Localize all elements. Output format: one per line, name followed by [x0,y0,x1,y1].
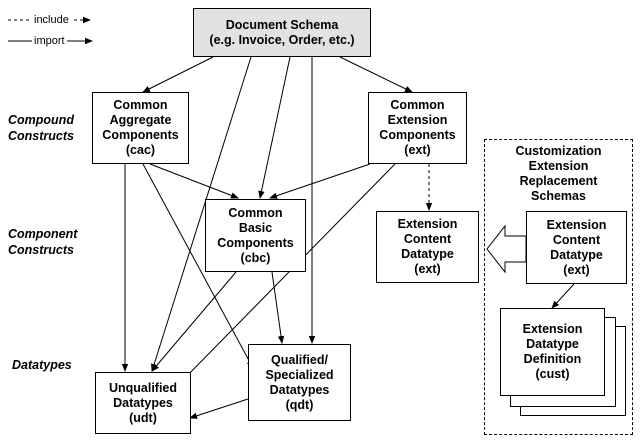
customization-title: Customization Extension Replacement Sche… [515,144,602,203]
udt-node: Unqualified Datatypes (udt) [95,372,191,434]
legend-import-label: import [32,35,67,47]
cbc-node: Common Basic Components (cbc) [205,199,306,272]
cac-node: Common Aggregate Components (cac) [92,92,189,164]
arrow-schema-to-udt [151,56,252,372]
arrow-schema-to-cbc [258,56,291,199]
ext-components-node: Common Extension Components (ext) [368,92,467,164]
ext-content-node: Extension Content Datatype (ext) [376,211,479,283]
arrow-schema-to-cac [142,56,214,93]
arrow-custext-to-definition [551,283,575,309]
row-label-compound: Compound Constructs [8,113,74,143]
replacement-hollow-arrow [486,224,527,274]
customization-region [484,139,633,435]
row-label-component: Component Constructs [8,227,78,257]
arrow-schema-to-ext [339,56,413,93]
arrow-cac-to-qdt [142,163,254,369]
arrow-ext-to-udt [179,163,396,384]
arrow-cbc-to-qdt [271,271,285,344]
row-label-datatypes: Datatypes [12,358,72,372]
arrow-qdt-to-udt [189,398,249,419]
arrow-cbc-to-udt [151,271,237,372]
arrow-ext-to-cbc [269,163,371,199]
qdt-node: Qualified/ Specialized Datatypes (qdt) [248,344,351,421]
custom-ext-content-node: Extension Content Datatype (ext) [526,211,627,284]
ext-definition-node: Extension Datatype Definition (cust) [500,308,605,396]
document-schema-node: Document Schema (e.g. Invoice, Order, et… [193,8,371,57]
legend-include-label: include [32,14,71,26]
arrow-cac-to-cbc [149,163,239,199]
